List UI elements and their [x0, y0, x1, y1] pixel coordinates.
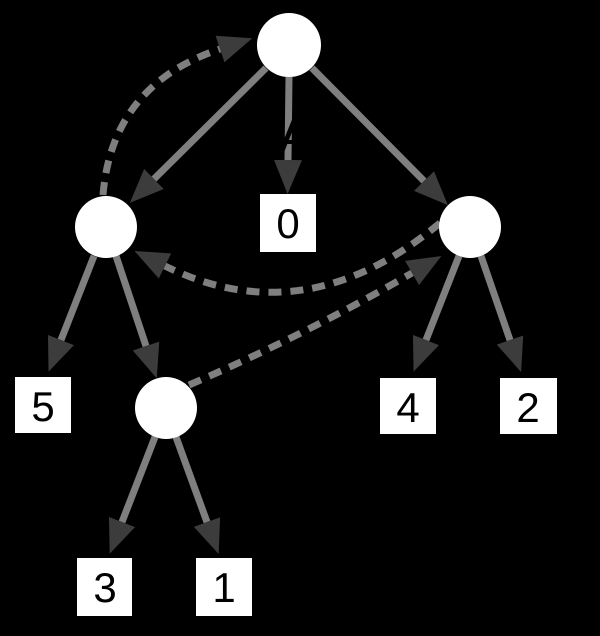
- leaf-2-label: 2: [516, 384, 539, 431]
- leaf-2-box: [500, 378, 557, 434]
- leaf-labels: 0 5 4 2 3 1: [31, 200, 539, 611]
- edge-root-to-right: [309, 65, 448, 206]
- edge-mid-to-leaf-3: [108, 435, 159, 554]
- leaf-3-box: [77, 558, 132, 616]
- right-internal-node: [439, 196, 501, 258]
- leaf-5-box: [15, 377, 71, 433]
- solid-edges: [47, 65, 524, 554]
- leaf-nodes: [15, 194, 557, 616]
- leaf-4-label: 4: [396, 384, 419, 431]
- left-internal-node: [75, 196, 137, 258]
- edge-right-to-leaf-2: [477, 254, 524, 373]
- dashed-edge-left-to-root: [99, 35, 253, 196]
- edge-left-to-leaf-5: [47, 254, 98, 372]
- leaf-1-label: 1: [212, 564, 235, 611]
- leaf-3-label: 3: [93, 564, 116, 611]
- edge-mid-to-leaf-1: [172, 435, 221, 554]
- edge-root-to-left: [129, 65, 269, 203]
- mid-internal-node: [135, 377, 197, 439]
- leaf-4-box: [380, 378, 436, 434]
- edge-label-a: A: [277, 104, 315, 167]
- dashed-edges: [99, 35, 443, 389]
- edge-right-to-leaf-4: [412, 254, 463, 372]
- root-node: [257, 13, 321, 77]
- dashed-edge-mid-to-right: [187, 255, 442, 389]
- leaf-1-box: [196, 558, 252, 616]
- leaf-0-label: 0: [276, 200, 299, 247]
- leaf-5-label: 5: [31, 383, 54, 430]
- edge-root-to-leaf-0: [274, 76, 302, 194]
- internal-nodes: [75, 13, 501, 439]
- edge-left-to-mid: [112, 254, 160, 379]
- leaf-0-box: [260, 194, 316, 252]
